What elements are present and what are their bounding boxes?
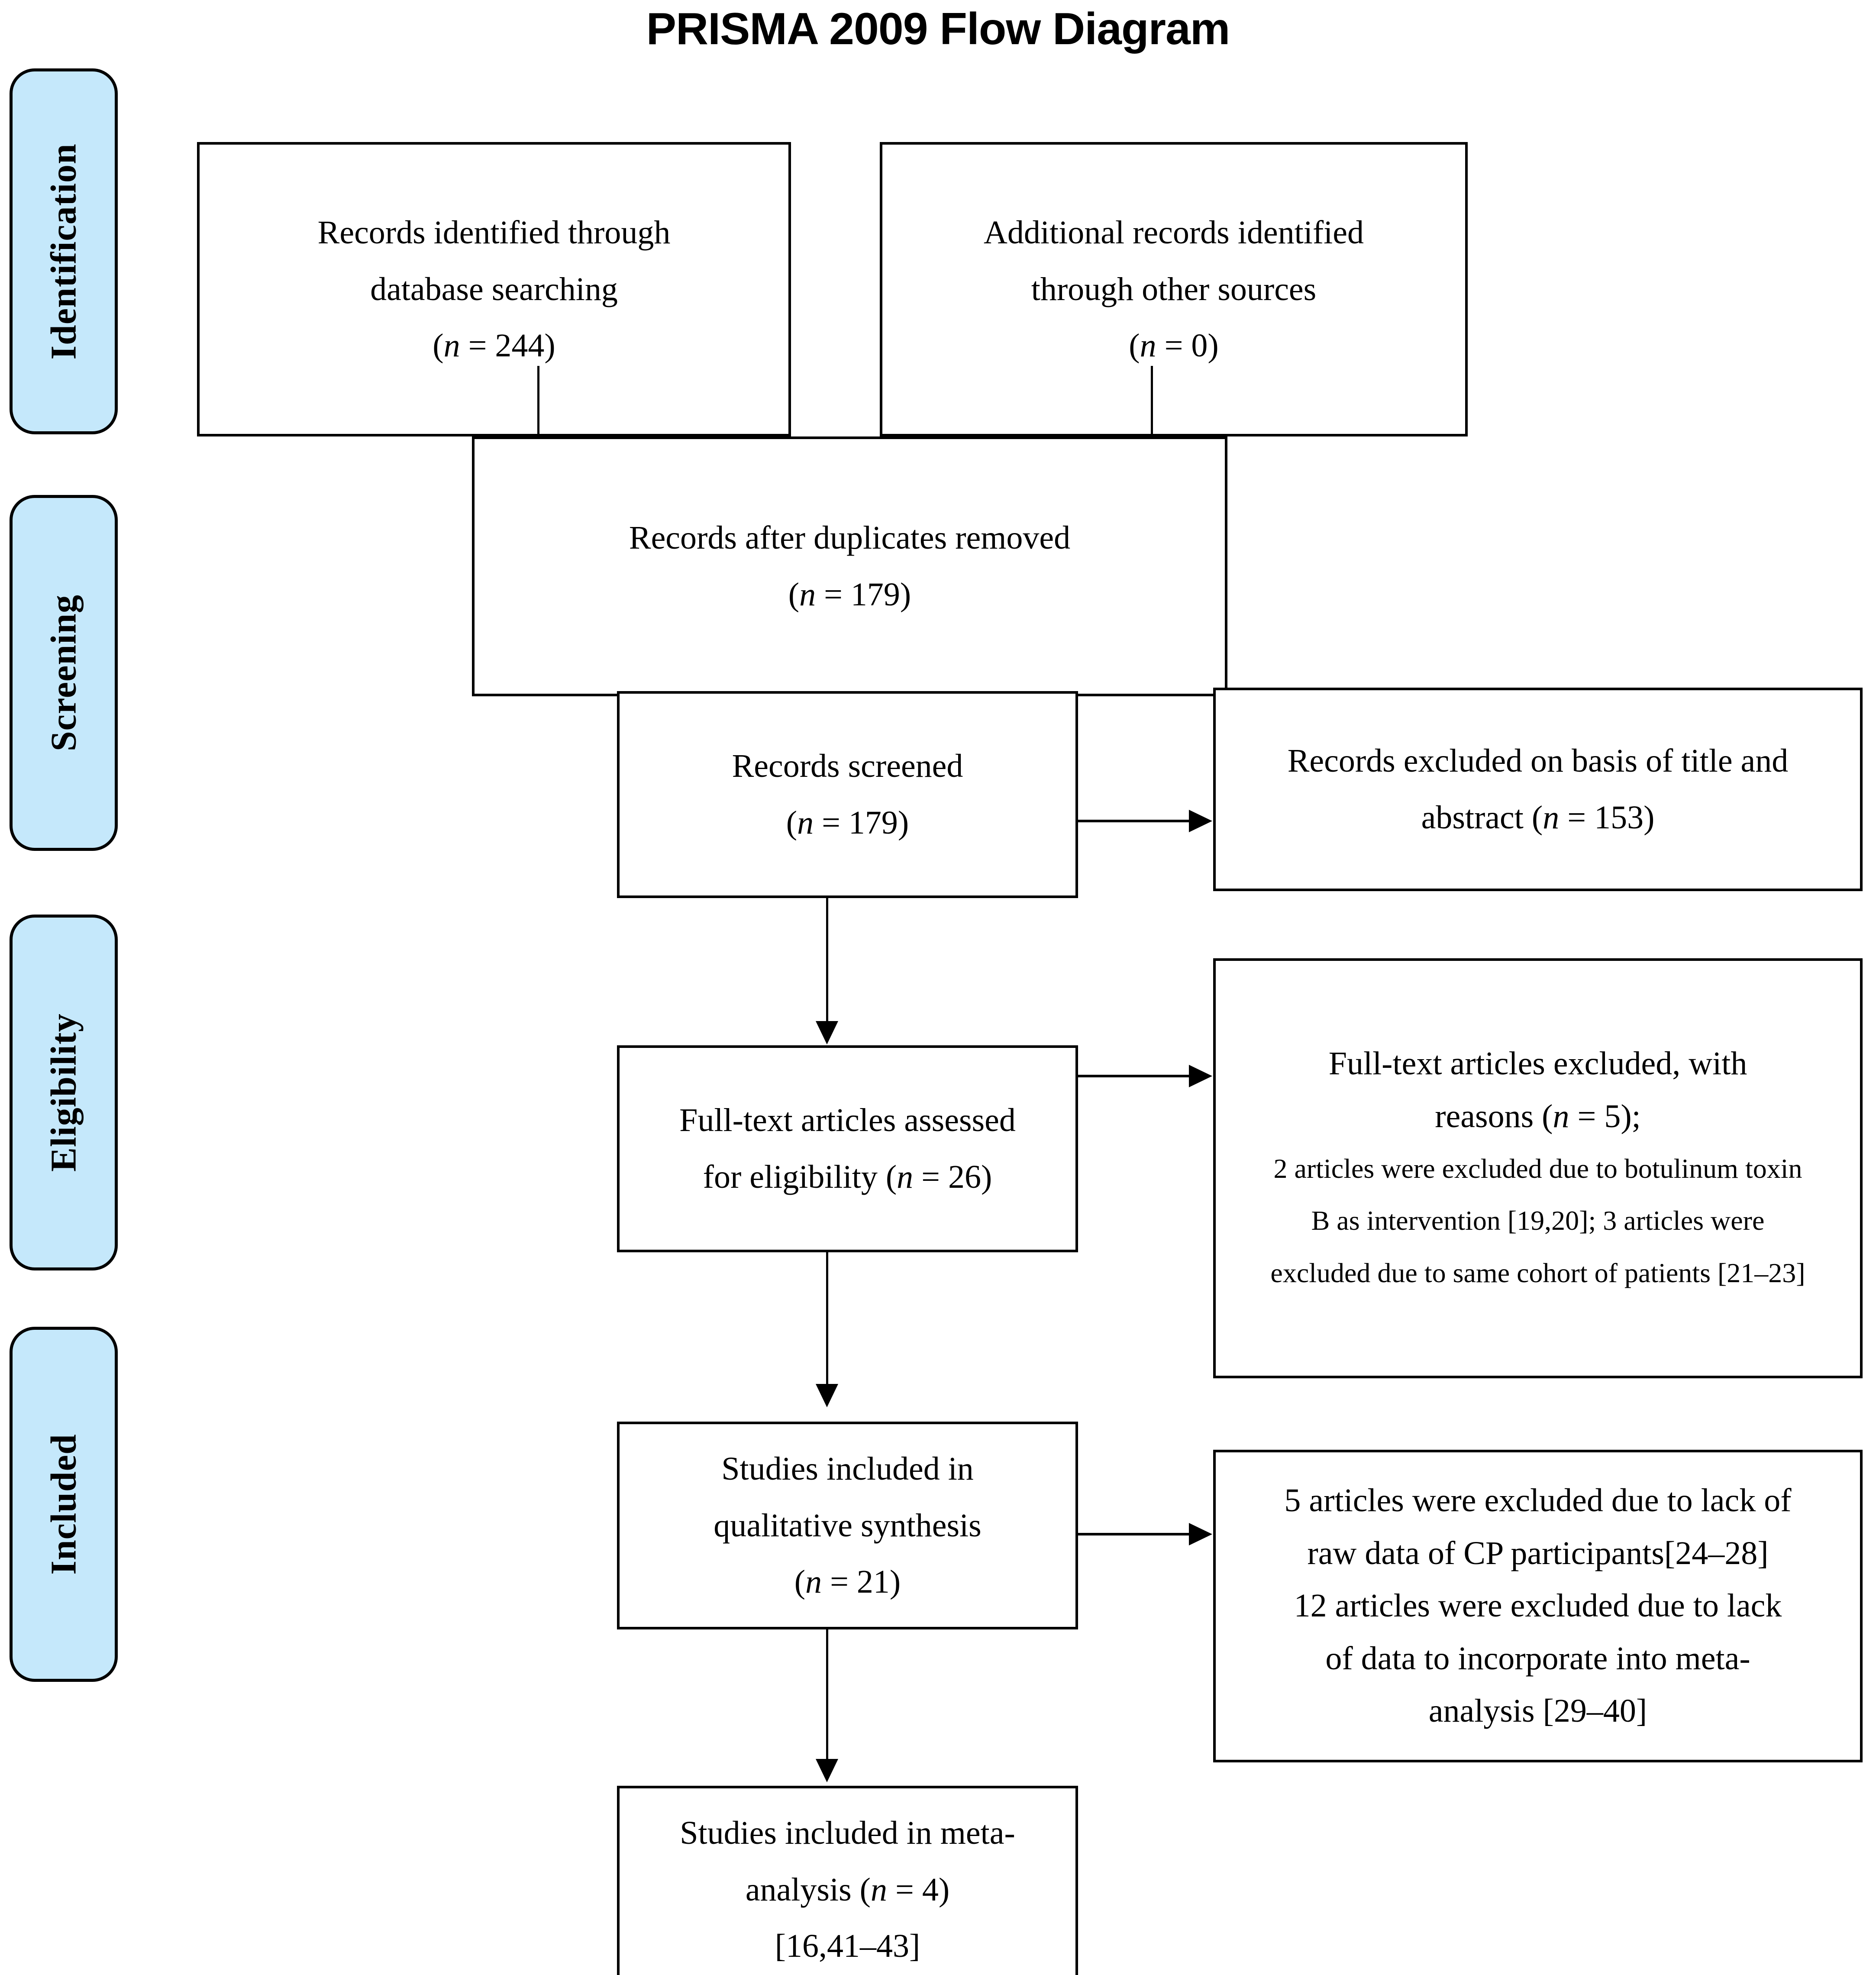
line-meta-1: Studies included in meta- (680, 1814, 1015, 1851)
line-fulltext-excluded-3: 2 articles were excluded due to botulinu… (1273, 1153, 1802, 1184)
stage-label-included: Included (43, 1434, 84, 1575)
edge-fulltext-to-excluded-line (1078, 1075, 1189, 1077)
stage-tab-identification: Identification (10, 68, 118, 434)
line-qualitative-1: Studies included in (721, 1450, 974, 1487)
line-fulltext-excluded-1: Full-text articles excluded, with (1328, 1045, 1747, 1082)
box-fulltext-excluded-with-reasons: Full-text articles excluded, with reason… (1213, 958, 1863, 1378)
line-records-excluded-2: abstract (n = 153) (1421, 799, 1655, 836)
edge-records-db-to-duplicates (537, 366, 539, 439)
edge-fulltext-to-qualitative-line (826, 1252, 828, 1387)
line-screened-1: Records screened (732, 748, 963, 785)
edge-fulltext-to-qualitative-arrowhead (816, 1384, 838, 1407)
box-records-excluded-title-abstract-text: Records excluded on basis of title and a… (1216, 733, 1860, 846)
line-duplicates-1: Records after duplicates removed (629, 520, 1071, 556)
box-records-identified-database-text: Records identified through database sear… (200, 204, 788, 374)
line-duplicates-2: (n = 179) (788, 576, 911, 613)
line-fulltext-assessed-2: for eligibility (n = 26) (703, 1159, 992, 1195)
edge-screened-to-excluded-arrowhead (1189, 810, 1212, 832)
line-fulltext-assessed-1: Full-text articles assessed (679, 1102, 1016, 1139)
box-records-after-duplicates-removed-text: Records after duplicates removed (n = 17… (475, 510, 1225, 623)
box-studies-included-meta-analysis: Studies included in meta- analysis (n = … (617, 1786, 1078, 1975)
line-records-other-3: (n = 0) (1129, 327, 1219, 364)
edge-records-other-to-duplicates (1151, 366, 1153, 439)
edge-screened-to-excluded-line (1078, 820, 1189, 822)
edge-qualitative-to-metaexcluded-line (1078, 1533, 1189, 1535)
edge-qualitative-to-meta-line (826, 1629, 828, 1764)
line-fulltext-excluded-2: reasons (n = 5); (1435, 1098, 1641, 1135)
edge-qualitative-to-meta-arrowhead (816, 1759, 838, 1782)
box-studies-qualitative-synthesis-text: Studies included in qualitative synthesi… (620, 1441, 1075, 1610)
edge-screened-to-fulltext-arrowhead (816, 1021, 838, 1044)
edge-db-drop-cap (537, 435, 539, 437)
line-meta-excluded-4: of data to incorporate into meta- (1325, 1640, 1750, 1677)
stage-label-identification: Identification (43, 143, 84, 360)
line-qualitative-3: (n = 21) (794, 1564, 901, 1600)
stage-tab-screening: Screening (10, 495, 118, 851)
line-meta-excluded-1: 5 articles were excluded due to lack of (1284, 1482, 1792, 1519)
box-additional-records-other-sources: Additional records identified through ot… (880, 142, 1468, 436)
line-records-db-1: Records identified through (317, 214, 671, 251)
edge-fulltext-to-excluded-arrowhead (1189, 1065, 1212, 1087)
line-fulltext-excluded-5: excluded due to same cohort of patients … (1270, 1257, 1805, 1288)
edge-qualitative-to-metaexcluded-arrowhead (1189, 1523, 1212, 1545)
edge-screened-to-fulltext-line (826, 898, 828, 1024)
box-records-after-duplicates-removed: Records after duplicates removed (n = 17… (472, 436, 1227, 696)
box-fulltext-assessed-eligibility-text: Full-text articles assessed for eligibil… (620, 1092, 1075, 1205)
line-records-db-3: (n = 244) (433, 327, 555, 364)
stage-label-screening: Screening (43, 594, 84, 752)
box-records-excluded-title-abstract: Records excluded on basis of title and a… (1213, 688, 1863, 891)
line-records-other-1: Additional records identified (984, 214, 1364, 251)
box-fulltext-excluded-with-reasons-text: Full-text articles excluded, with reason… (1216, 1038, 1860, 1299)
stage-tab-eligibility: Eligibility (10, 915, 118, 1270)
box-records-screened-text: Records screened (n = 179) (620, 738, 1075, 851)
line-meta-excluded-5: analysis [29–40] (1428, 1693, 1647, 1729)
line-fulltext-excluded-4: B as intervention [19,20]; 3 articles we… (1311, 1205, 1765, 1236)
line-records-excluded-1: Records excluded on basis of title and (1287, 743, 1789, 779)
line-meta-2: analysis (n = 4) (745, 1871, 950, 1908)
line-meta-excluded-2: raw data of CP participants[24–28] (1307, 1535, 1769, 1571)
box-articles-excluded-meta-analysis-text: 5 articles were excluded due to lack of … (1216, 1474, 1860, 1738)
stage-label-eligibility: Eligibility (43, 1013, 84, 1172)
box-records-identified-database: Records identified through database sear… (197, 142, 791, 436)
line-meta-excluded-3: 12 articles were excluded due to lack (1294, 1587, 1782, 1624)
line-records-other-2: through other sources (1031, 271, 1317, 307)
box-articles-excluded-meta-analysis: 5 articles were excluded due to lack of … (1213, 1450, 1863, 1762)
line-screened-2: (n = 179) (786, 805, 909, 841)
box-fulltext-assessed-eligibility: Full-text articles assessed for eligibil… (617, 1045, 1078, 1252)
box-additional-records-other-sources-text: Additional records identified through ot… (882, 204, 1465, 374)
box-studies-included-meta-analysis-text: Studies included in meta- analysis (n = … (620, 1805, 1075, 1975)
line-qualitative-2: qualitative synthesis (714, 1507, 982, 1544)
page-title: PRISMA 2009 Flow Diagram (646, 4, 1230, 54)
box-records-screened: Records screened (n = 179) (617, 691, 1078, 898)
stage-tab-included: Included (10, 1327, 118, 1682)
box-studies-qualitative-synthesis: Studies included in qualitative synthesi… (617, 1422, 1078, 1629)
line-records-db-2: database searching (370, 271, 618, 307)
line-meta-3: [16,41–43] (775, 1928, 920, 1965)
